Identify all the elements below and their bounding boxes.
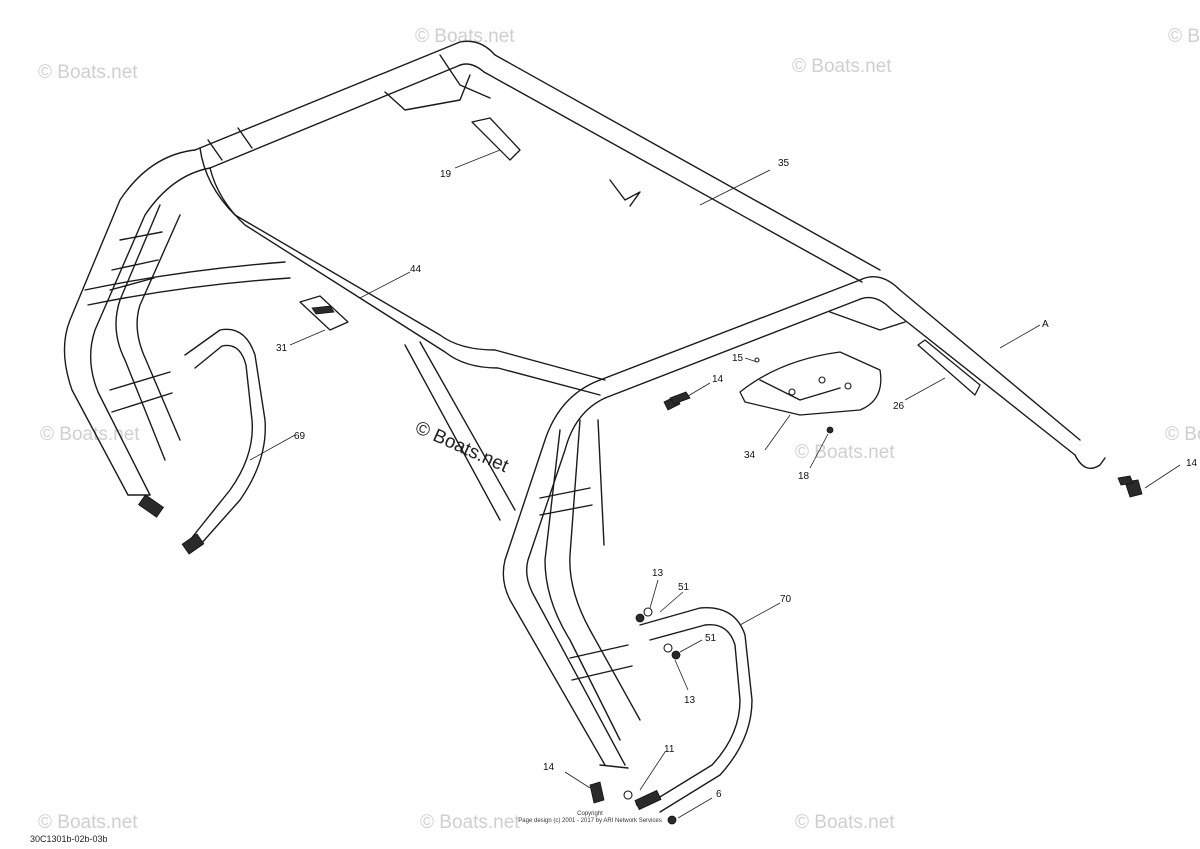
- callout-69: 69: [294, 431, 306, 442]
- callout-labels: 35 19 44 31 69 A 15 14 26 34 18 14 13 51…: [276, 158, 1198, 800]
- callout-19: 19: [440, 169, 452, 180]
- watermark-top-right: © Boats.net: [792, 56, 892, 77]
- callout-51-lower: 51: [705, 633, 717, 644]
- watermark-top-left: © Boats.net: [38, 62, 138, 83]
- callout-44: 44: [410, 264, 422, 275]
- callout-14-bottom: 14: [543, 762, 555, 773]
- watermark-bottom-right: © Boats.net: [795, 812, 895, 833]
- callout-31: 31: [276, 343, 288, 354]
- drawing-code: 30C1301b-02b-03b: [30, 834, 108, 844]
- callout-a: A: [1042, 319, 1049, 330]
- watermark-bottom-center: © Boats.net: [420, 812, 520, 833]
- callout-13-lower: 13: [684, 695, 696, 706]
- copyright-text: Page design (c) 2001 - 2017 by ARI Netwo…: [518, 818, 661, 824]
- callout-14-right: 14: [1186, 458, 1198, 469]
- callout-26: 26: [893, 401, 905, 412]
- watermark-mid-left: © Boats.net: [40, 424, 140, 445]
- callout-13-upper: 13: [652, 568, 664, 579]
- watermark-mid-right: © Boats.net: [795, 442, 895, 463]
- watermark-bottom-left: © Boats.net: [38, 812, 138, 833]
- watermark-center: © Boats.net: [412, 417, 512, 477]
- callout-15: 15: [732, 353, 744, 364]
- callout-51-upper: 51: [678, 582, 690, 593]
- callout-34: 34: [744, 450, 756, 461]
- callout-14-upper: 14: [712, 374, 724, 385]
- callout-18: 18: [798, 471, 810, 482]
- roll-cage-frame: [63, 40, 1143, 825]
- callout-35: 35: [778, 158, 790, 169]
- leader-lines: [249, 149, 1181, 819]
- copyright-title: Copyright: [577, 811, 603, 817]
- callout-6: 6: [716, 789, 722, 800]
- watermark-mid-far-right: © Boats.net: [1165, 424, 1200, 445]
- watermark-far-right: © Boats.net: [1168, 26, 1200, 47]
- callout-11: 11: [664, 744, 675, 755]
- watermark-top-center: © Boats.net: [415, 26, 515, 47]
- callout-70: 70: [780, 594, 792, 605]
